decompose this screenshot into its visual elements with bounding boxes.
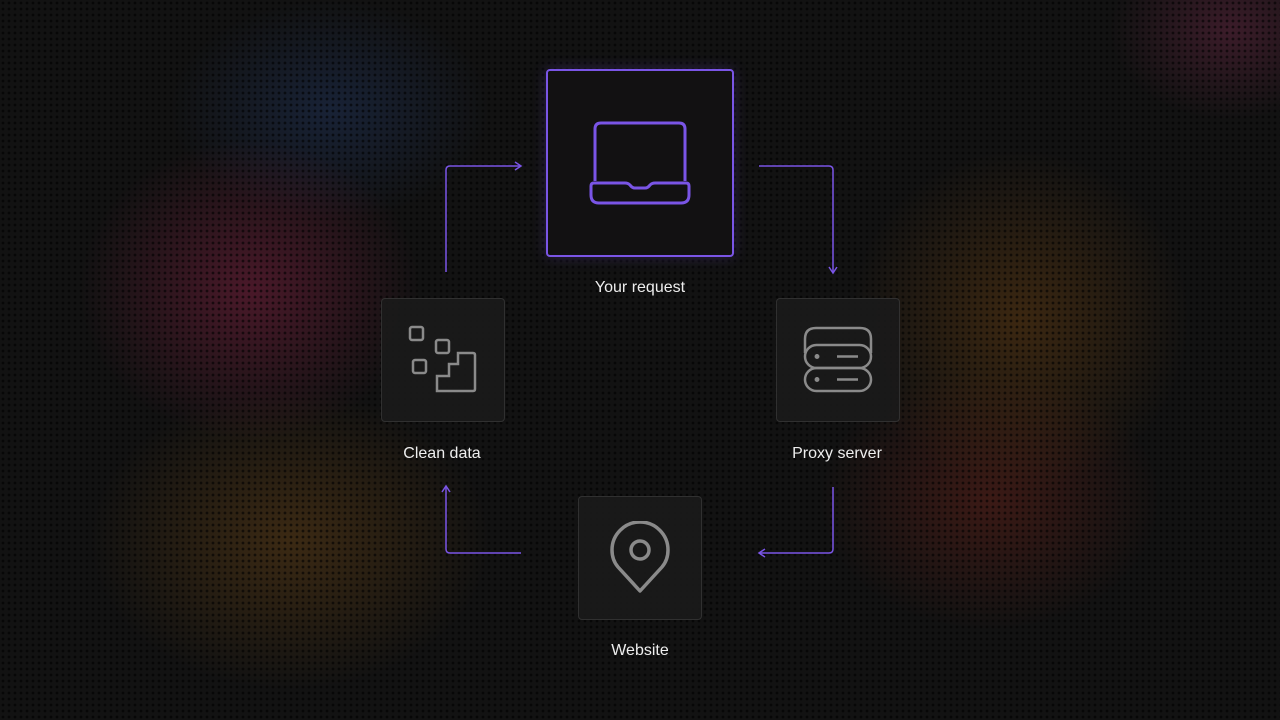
data-blocks-icon [408, 325, 477, 393]
website-node [578, 496, 702, 620]
server-icon [803, 326, 873, 393]
arrow-proxy-to-website [757, 487, 834, 558]
laptop-icon [589, 121, 691, 205]
clean-data-node [381, 298, 505, 422]
arrow-request-to-proxy [759, 165, 838, 275]
website-label: Website [611, 642, 669, 659]
arrow-website-to-clean [441, 484, 521, 554]
clean-data-label: Clean data [403, 445, 481, 462]
arrow-clean-to-request [445, 161, 523, 272]
request-label: Your request [594, 279, 686, 296]
location-pin-icon [610, 521, 670, 593]
proxy-server-label: Proxy server [792, 445, 882, 462]
proxy-server-node [776, 298, 900, 422]
request-node [546, 69, 734, 257]
